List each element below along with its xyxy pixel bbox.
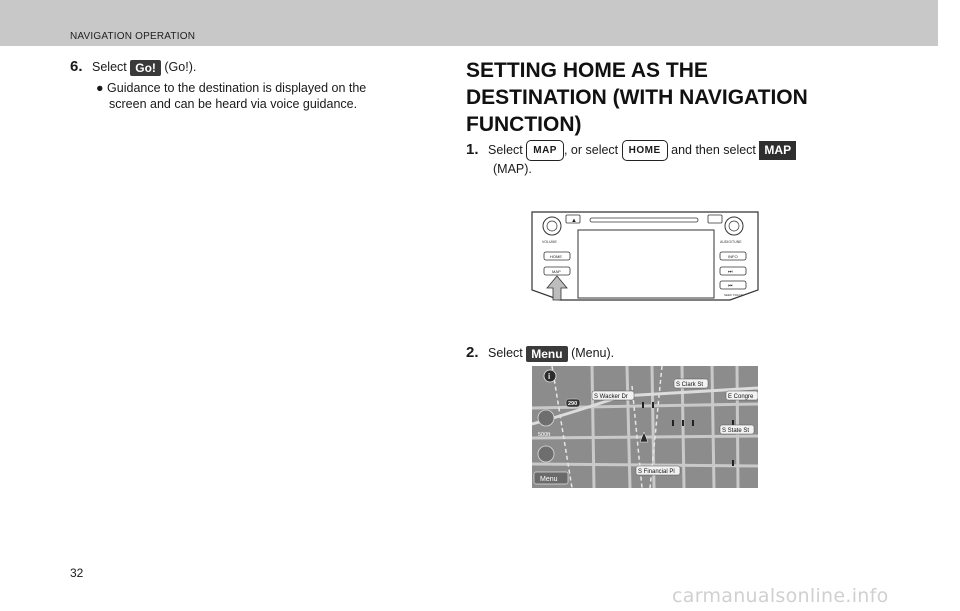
map-roads — [532, 366, 758, 488]
svg-text:HOME: HOME — [550, 254, 562, 259]
press-arrow-icon — [546, 275, 568, 301]
route-shield-icon — [565, 398, 581, 408]
map-button-graphic: MAP — [526, 140, 564, 161]
menu-button-graphic: Menu — [526, 345, 568, 362]
street-label-clark — [673, 378, 709, 389]
svg-text:S State St: S State St — [722, 428, 749, 434]
svg-text:▲: ▲ — [571, 218, 577, 224]
step-text: Select — [488, 142, 523, 157]
map-dots — [642, 402, 734, 466]
svg-text:290: 290 — [568, 401, 577, 407]
info-icon — [543, 369, 557, 383]
scale-label: 500ft — [538, 432, 551, 438]
volume-label: VOLUME — [542, 240, 557, 244]
step-6: 6. Select Go! (Go!). — [70, 58, 196, 76]
svg-text:⏭: ⏭ — [728, 269, 733, 275]
step-1: 1. Select MAP, or select HOME and then s… — [466, 140, 826, 178]
cd-slot — [589, 217, 699, 223]
step-text: (Go!). — [164, 60, 197, 74]
bullet-guidance: ● Guidance to the destination is display… — [96, 80, 432, 112]
header-bar — [0, 0, 938, 46]
map-hard-button — [543, 266, 571, 276]
home-button-graphic: HOME — [621, 140, 668, 161]
svg-text:i: i — [548, 372, 550, 381]
title-line: FUNCTION) — [466, 113, 582, 136]
step-text: (MAP). — [493, 162, 532, 176]
street-label-state — [719, 424, 755, 435]
zoom-in-button — [537, 409, 555, 427]
go-button-graphic: Go! — [130, 59, 161, 76]
display-screen — [577, 229, 715, 299]
title-line: DESTINATION (WITH NAVIGATION — [466, 86, 808, 109]
watermark: carmanualsonline.info — [672, 585, 889, 607]
map-softkey-graphic: MAP — [759, 141, 797, 160]
section-header: NAVIGATION OPERATION — [70, 31, 196, 42]
page-number: 32 — [70, 566, 84, 580]
info-hard-button — [719, 251, 747, 261]
step-number: 2. — [466, 344, 479, 361]
step-text: , or select — [563, 142, 619, 157]
step-text: (Menu). — [571, 346, 615, 360]
svg-text:S Financial Pl: S Financial Pl — [638, 469, 675, 475]
current-position-icon — [639, 431, 649, 443]
street-label-wacker — [591, 390, 635, 401]
bullet-text: screen and can be heard via voice guidan… — [109, 97, 358, 111]
step-text: and then select — [671, 142, 756, 157]
eject-button — [565, 214, 581, 224]
head-unit-illustration: ▲ VOLUME AUDIO/TUNE HOME MAP INFO ⏭ ⏮ SE… — [531, 211, 759, 301]
menu-square-button — [707, 214, 723, 224]
step-number: 6. — [70, 58, 83, 75]
audio-tune-label: AUDIO/TUNE — [720, 240, 742, 244]
svg-text:E Congre: E Congre — [728, 394, 754, 400]
step-2: 2. Select Menu (Menu). — [466, 344, 614, 362]
section-title: SETTING HOME AS THE DESTINATION (WITH NA… — [466, 57, 866, 138]
prev-track-button — [719, 280, 747, 290]
bullet-icon: ● — [96, 81, 104, 95]
svg-text:⏮: ⏮ — [728, 283, 733, 289]
next-track-button — [719, 266, 747, 276]
step-number: 1. — [466, 140, 479, 158]
seek-track-label: SEEK TRACK — [724, 293, 743, 297]
svg-text:MAP: MAP — [552, 269, 561, 274]
street-label-financial — [635, 465, 681, 476]
home-hard-button — [543, 251, 571, 261]
svg-text:Menu: Menu — [540, 476, 558, 483]
svg-text:S Clark St: S Clark St — [676, 382, 703, 388]
zoom-out-button — [537, 445, 555, 463]
svg-text:S Wacker Dr: S Wacker Dr — [594, 394, 628, 400]
step-text: Select — [92, 60, 127, 74]
bullet-text: Guidance to the destination is displayed… — [107, 81, 367, 95]
street-label-congress — [725, 390, 758, 401]
map-menu-button — [533, 471, 569, 485]
step-text: Select — [488, 346, 523, 360]
map-screen: i S Clark St S Wacker Dr E Congre S Stat… — [532, 366, 758, 488]
title-line: SETTING HOME AS THE — [466, 59, 708, 82]
svg-text:INFO: INFO — [728, 254, 738, 259]
